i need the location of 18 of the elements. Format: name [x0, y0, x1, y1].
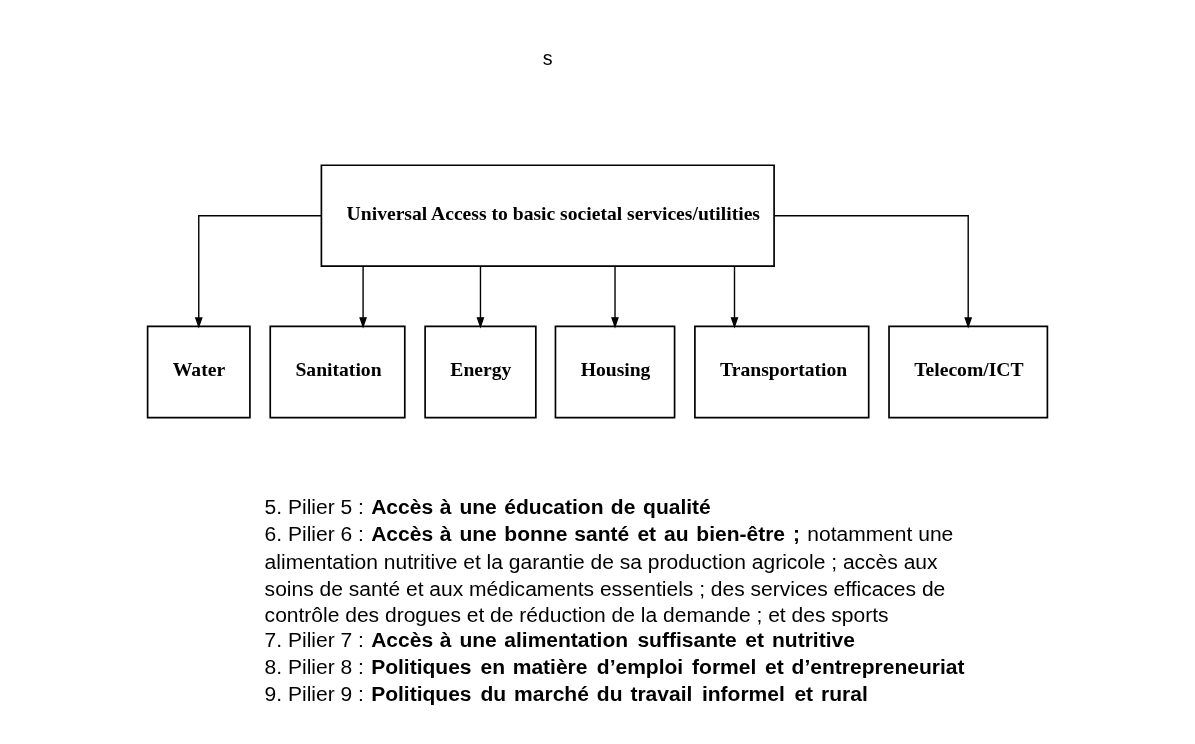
- label: 9. Pilier 9 : Politiques du marché du travail informel et rural: [264, 681, 868, 705]
- node-box: Universal Access to basic societal services/utilities: [320, 164, 775, 267]
- arrow: [194, 215, 322, 329]
- label: s: [542, 46, 553, 69]
- node-box: Transportation: [694, 325, 870, 419]
- arrow: [730, 265, 739, 329]
- node-box: Energy: [424, 325, 537, 419]
- label: 7. Pilier 7 : Accès à une alimentation suffisante et nutritive: [264, 628, 855, 652]
- arrow: [773, 215, 973, 329]
- arrow: [476, 265, 485, 329]
- node-box: Sanitation: [269, 325, 406, 419]
- arrow: [611, 265, 619, 329]
- node-box: Housing: [554, 325, 676, 419]
- label: 5. Pilier 5 : Accès à une éducation de qualité: [264, 495, 711, 519]
- node-box: Telecom/ICT: [888, 325, 1049, 419]
- label: 8. Pilier 8 : Politiques en matière d’emploi formel et d’entrepreneuriat: [264, 655, 965, 679]
- arrow: [359, 265, 368, 329]
- node-box: Water: [146, 325, 251, 419]
